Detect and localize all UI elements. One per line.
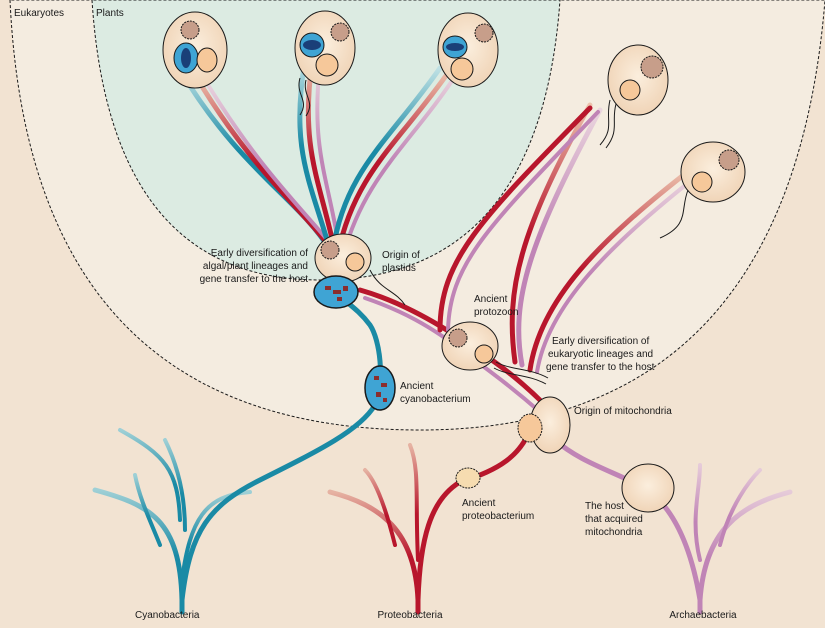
origin-plastids-label-line1: Origin of (382, 250, 420, 261)
ancient-proteobacterium-cell (455, 467, 481, 489)
plant-cell-1 (162, 11, 228, 89)
origin-mitochondria-label: Origin of mitochondria (574, 406, 672, 417)
origin-mitochondria-cell (517, 396, 571, 454)
eukaryotic-lineages (177, 57, 700, 414)
early-algal-label-line2: algal/plant lineages and (203, 261, 308, 272)
origin-plastids-label-line2: plastids (382, 263, 416, 274)
ancient-cyanobacterium-cell (364, 365, 396, 411)
cyanobacteria-label: Cyanobacteria (135, 610, 200, 621)
protozoon-cell-2 (659, 141, 746, 239)
proteobacteria-label: Proteobacteria (377, 610, 442, 621)
early-eukaryotic-label-line1: Early diversification of (552, 336, 649, 347)
early-algal-label-line1: Early diversification of (211, 248, 308, 259)
ancient-cyanobacterium-label-line1: Ancient (400, 381, 434, 392)
ancient-proteobacterium-label-line2: proteobacterium (462, 511, 534, 522)
eukaryotes-region-label: Eukaryotes (14, 8, 64, 19)
ancient-protozoon-cell (441, 321, 549, 385)
archaebacteria-label: Archaebacteria (669, 610, 737, 621)
host-archaeon-cell (621, 463, 675, 513)
host-label-line3: mitochondria (585, 527, 643, 538)
ancient-protozoon-label-line2: protozoon (474, 307, 518, 318)
plants-region-label: Plants (96, 8, 124, 19)
early-eukaryotic-label-line2: eukaryotic lineages and (548, 349, 653, 360)
plant-cell-2 (294, 10, 356, 117)
ancient-protozoon-label-line1: Ancient (474, 294, 508, 305)
ancient-proteobacterium-label-line1: Ancient (462, 498, 496, 509)
host-label-line1: The host (585, 501, 624, 512)
early-algal-label-line3: gene transfer to the host (200, 274, 309, 285)
ancient-cyanobacterium-label-line2: cyanobacterium (400, 394, 471, 405)
plant-cell-3 (437, 12, 499, 88)
host-label-line2: that acquired (585, 514, 643, 525)
early-eukaryotic-label-line3: gene transfer to the host (546, 362, 655, 373)
protozoon-cell-1 (599, 44, 669, 149)
origin-plastids-cell (313, 233, 406, 309)
